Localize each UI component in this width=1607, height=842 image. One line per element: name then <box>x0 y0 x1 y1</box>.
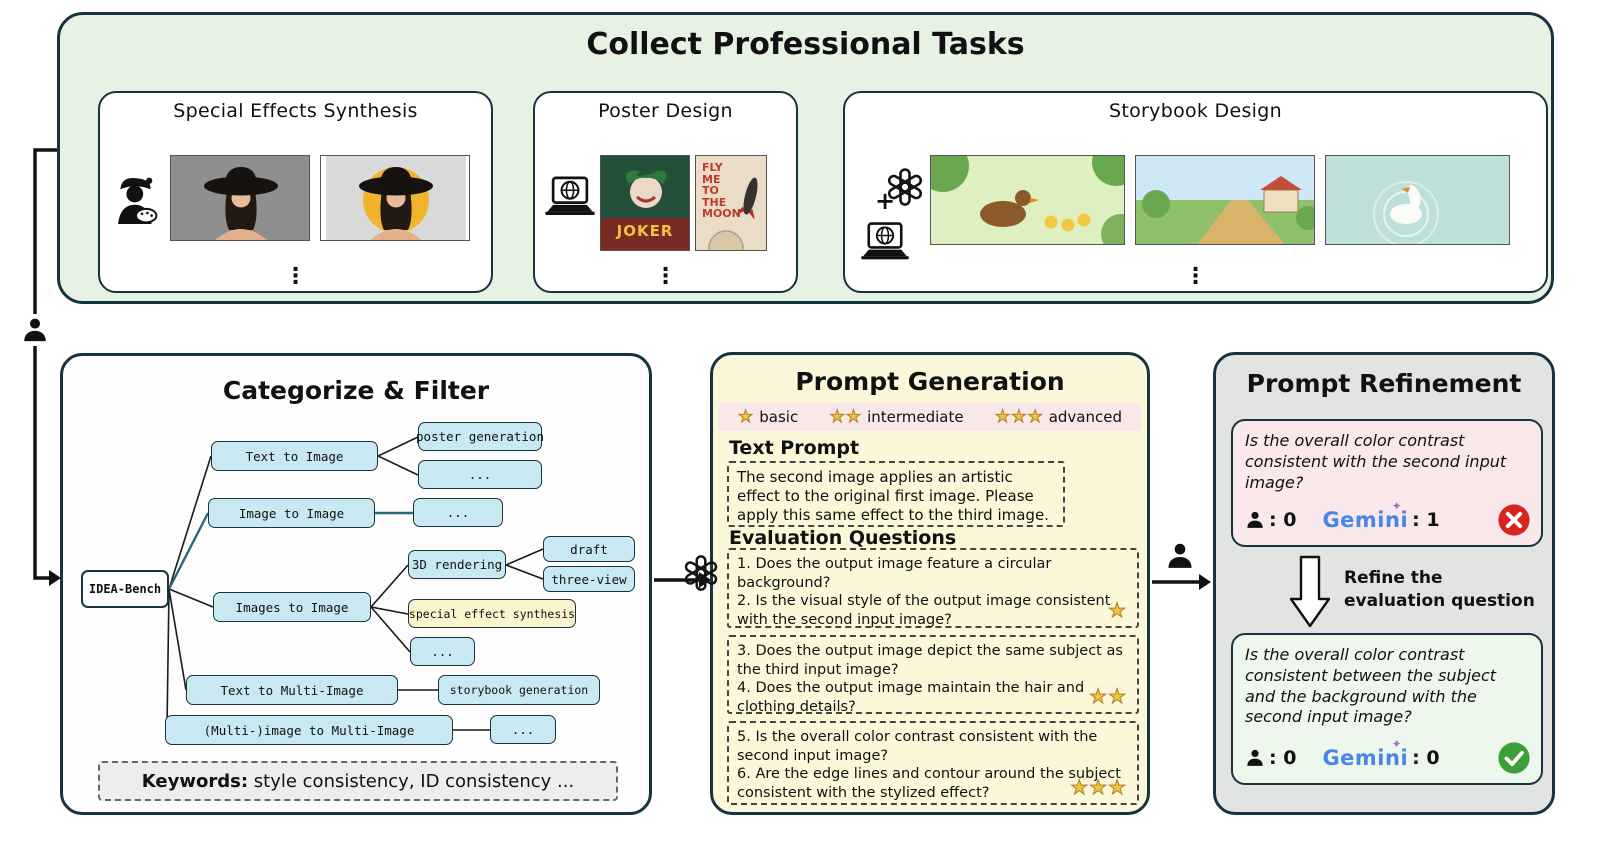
score-row: : 0 Gemini✦ : 1 <box>1245 499 1531 537</box>
gpt-icon <box>863 145 905 191</box>
leaf-draft: draft <box>543 536 635 562</box>
leaf-ellipsis: ... <box>413 498 503 527</box>
evaluation-questions-heading: Evaluation Questions <box>729 527 957 549</box>
person-icon <box>20 314 50 346</box>
categorize-title: Categorize & Filter <box>222 376 490 405</box>
keywords-box: Keywords: style consistency, ID consiste… <box>98 761 618 801</box>
prompt-generation-panel: Prompt Generation ★ basic ★★ intermediat… <box>710 352 1150 815</box>
gemini-wordmark: Gemini <box>1322 746 1409 770</box>
refine-label: Refine the evaluation question <box>1344 568 1535 611</box>
leaf-ellipsis: ... <box>490 715 556 744</box>
category-images-to-image: Images to Image <box>213 592 371 622</box>
gemini-logo: Gemini✦ <box>1322 737 1409 770</box>
keywords-text: style consistency, ID consistency ... <box>248 770 575 792</box>
storybook-image-3 <box>1325 155 1510 245</box>
storybook-design-title: Storybook Design <box>1109 100 1282 122</box>
legend-intermediate-label: intermediate <box>867 408 964 426</box>
human-score: : 0 <box>1269 747 1297 769</box>
text-prompt-text: The second image applies an artistic eff… <box>737 468 1049 525</box>
leaf-special-effect-synthesis: special effect synthesis <box>408 599 576 628</box>
gemini-logo: Gemini✦ <box>1322 499 1409 532</box>
question-group-text: 5. Is the overall color contrast consist… <box>737 729 1121 801</box>
poster-design-card: Poster Design JOKER <box>533 91 798 293</box>
person-icon <box>1164 540 1196 572</box>
storybook-image-2 <box>1135 155 1315 245</box>
gemini-score: : 0 <box>1412 747 1440 769</box>
input-photo <box>170 155 310 241</box>
laptop-globe-icon <box>543 175 597 223</box>
legend-advanced-label: advanced <box>1048 408 1122 426</box>
text-prompt-heading: Text Prompt <box>729 437 860 459</box>
tree-root-idea-bench: IDEA-Bench <box>81 570 169 608</box>
legend-intermediate: ★★ intermediate <box>829 407 964 428</box>
plus-sign: + <box>875 187 896 215</box>
leaf-ellipsis: ... <box>410 637 475 666</box>
leaf-three-view: three-view <box>543 566 635 592</box>
joker-title-text: JOKER <box>616 222 674 240</box>
score-row: : 0 Gemini✦ : 0 <box>1245 737 1531 775</box>
leaf-storybook-generation: storybook generation <box>438 675 600 705</box>
joker-poster: JOKER <box>600 155 690 251</box>
difficulty-legend: ★ basic ★★ intermediate ★★★ advanced <box>718 403 1142 431</box>
leaf-3d-rendering: 3D rendering <box>408 550 506 579</box>
legend-basic-label: basic <box>759 408 799 426</box>
person-icon <box>1245 510 1265 530</box>
star-rating: ★★ <box>1089 684 1127 709</box>
human-score: : 0 <box>1269 509 1297 531</box>
categorize-filter-panel: Categorize & Filter I <box>60 353 652 815</box>
prompt-refinement-panel: Prompt Refinement Is the overall color c… <box>1213 352 1555 815</box>
legend-advanced: ★★★ advanced <box>994 407 1122 428</box>
gemini-wordmark: Gemini <box>1322 508 1409 532</box>
artist-icon <box>112 173 160 231</box>
question-after-card: Is the overall color contrast consistent… <box>1231 633 1543 785</box>
star-icon: ★ <box>737 407 755 428</box>
text-prompt-box: The second image applies an artistic eff… <box>727 461 1065 527</box>
question-group-basic: 1. Does the output image feature a circu… <box>727 548 1139 628</box>
more-ellipsis: ⋮ <box>654 264 677 289</box>
collect-tasks-panel: Collect Professional Tasks Special Effec… <box>57 12 1554 304</box>
gemini-sparkle-icon: ✦ <box>1391 737 1403 751</box>
gemini-sparkle-icon: ✦ <box>1391 499 1403 513</box>
leaf-poster-generation: poster generation <box>416 422 544 451</box>
refine-down-arrow <box>1289 555 1331 628</box>
category-text-to-multi-image: Text to Multi-Image <box>186 675 398 705</box>
prompt-generation-title: Prompt Generation <box>795 367 1065 396</box>
poster-design-title: Poster Design <box>598 100 733 122</box>
storybook-image-1 <box>930 155 1125 245</box>
question-group-text: 3. Does the output image depict the same… <box>737 643 1123 715</box>
flyme-title-text: FLY ME TO THE MOON <box>702 161 741 221</box>
question-before-card: Is the overall color contrast consistent… <box>1231 419 1543 547</box>
gpt-icon <box>660 532 702 574</box>
category-multi-image-to-multi-image: (Multi-)image to Multi-Image <box>165 715 453 745</box>
error-badge-icon <box>1497 503 1531 537</box>
question-group-intermediate: 3. Does the output image depict the same… <box>727 635 1139 715</box>
question-after-text: Is the overall color contrast consistent… <box>1245 645 1497 727</box>
collect-tasks-title: Collect Professional Tasks <box>586 27 1025 62</box>
star-rating: ★ <box>1108 598 1127 623</box>
star-rating: ★★★ <box>1070 775 1127 800</box>
special-effects-title: Special Effects Synthesis <box>173 100 418 122</box>
special-effects-card: Special Effects Synthesis ⋮ <box>98 91 493 293</box>
question-group-text: 1. Does the output image feature a circu… <box>737 556 1111 628</box>
question-before-text: Is the overall color contrast consistent… <box>1245 431 1507 492</box>
stylized-photo <box>320 155 470 241</box>
legend-basic: ★ basic <box>737 407 799 428</box>
question-group-advanced: 5. Is the overall color contrast consist… <box>727 721 1139 805</box>
laptop-globe-icon <box>859 221 911 267</box>
star-icon: ★★★ <box>994 407 1044 428</box>
more-ellipsis: ⋮ <box>284 264 307 289</box>
prompt-refinement-title: Prompt Refinement <box>1246 369 1522 398</box>
star-icon: ★★ <box>829 407 863 428</box>
leaf-ellipsis: ... <box>418 460 542 489</box>
storybook-design-card: Storybook Design + <box>843 91 1548 293</box>
gemini-score: : 1 <box>1412 509 1440 531</box>
flyme-poster: FLY ME TO THE MOON <box>695 155 767 251</box>
category-text-to-image: Text to Image <box>211 441 378 471</box>
more-ellipsis: ⋮ <box>1184 264 1207 289</box>
tree-connectors <box>166 436 544 731</box>
success-badge-icon <box>1497 741 1531 775</box>
person-icon <box>1245 748 1265 768</box>
keywords-label: Keywords: <box>141 770 249 792</box>
category-image-to-image: Image to Image <box>208 498 375 528</box>
